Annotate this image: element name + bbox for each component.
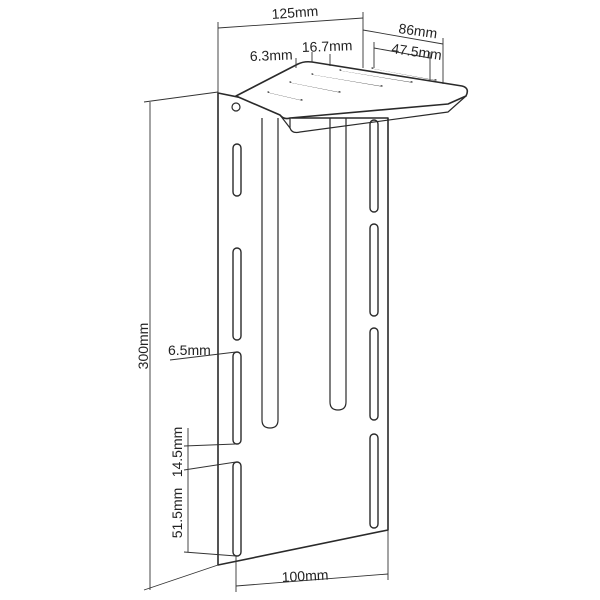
label-slot-length: 51.5mm xyxy=(169,488,185,539)
back-plate xyxy=(217,92,389,566)
label-slot-width: 6.5mm xyxy=(168,342,211,358)
label-shelf-depth: 86mm xyxy=(398,20,439,41)
plate-slot xyxy=(232,351,242,445)
plate-slot xyxy=(232,143,242,197)
plate-slot xyxy=(232,247,242,341)
label-shelf-width: 125mm xyxy=(271,3,319,22)
plate-slot xyxy=(369,119,379,213)
mounting-hole xyxy=(231,102,241,112)
plate-slot xyxy=(369,327,379,421)
shelf xyxy=(235,60,469,134)
label-inner-depth: 47.5mm xyxy=(391,40,443,63)
plate-slot xyxy=(369,223,379,317)
label-slot-spacing-b: 16.7mm xyxy=(302,37,353,55)
label-plate-width: 100mm xyxy=(281,567,328,585)
plate-slot xyxy=(232,461,242,557)
label-slot-spacing-a: 6.3mm xyxy=(250,47,293,64)
left-slot-column xyxy=(232,143,242,557)
right-slot-column xyxy=(369,119,379,529)
label-height: 300mm xyxy=(135,323,151,370)
vertical-channels xyxy=(261,118,347,429)
plate-slot xyxy=(369,433,379,529)
dimension-lines xyxy=(143,12,444,592)
label-slot-gap: 14.5mm xyxy=(169,427,185,478)
dimension-labels: 125mm 86mm 47.5mm 6.3mm 16.7mm 300mm 6.5… xyxy=(135,3,443,585)
